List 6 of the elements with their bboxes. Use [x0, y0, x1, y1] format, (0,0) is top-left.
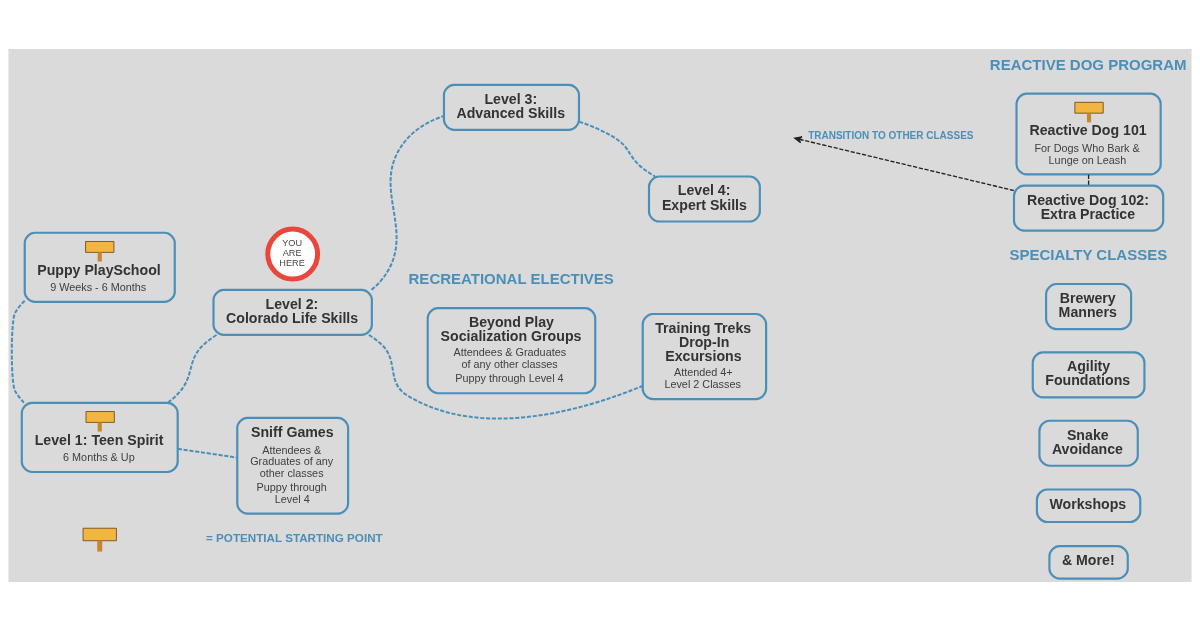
legend-label: = POTENTIAL STARTING POINT: [206, 530, 383, 544]
label: RECREATIONAL ELECTIVES: [408, 269, 614, 287]
edge-label: TRANSITION TO OTHER CLASSES: [808, 129, 974, 141]
label: REACTIVE DOG PROGRAM: [989, 55, 1187, 73]
node-label: YOU ARE HERE: [279, 237, 305, 268]
label: SPECIALTY CLASSES: [1009, 245, 1168, 263]
